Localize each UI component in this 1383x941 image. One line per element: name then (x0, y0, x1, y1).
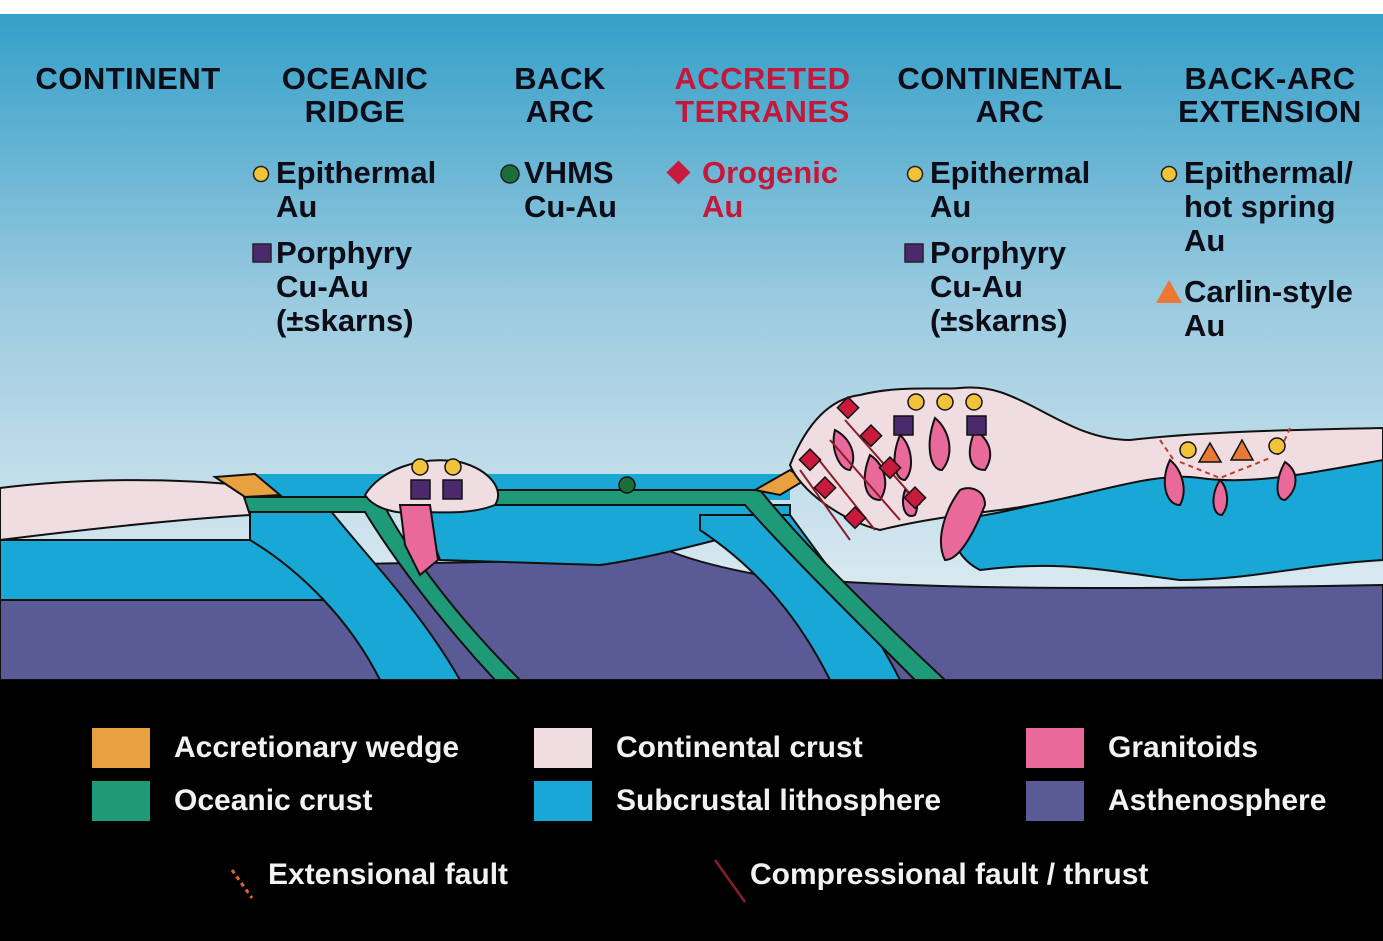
region-line: CONTINENTAL (885, 62, 1135, 95)
deposit-line: Cu-Au (524, 190, 617, 224)
deposit-line: Epithermal/ (1184, 156, 1353, 190)
top-border (0, 0, 1383, 14)
legend-asthenosphere: Asthenosphere (1026, 781, 1326, 821)
accretionary-wedge-swatch (92, 728, 150, 768)
region-line: CONTINENT (28, 62, 228, 95)
legend-compressional-fault: Compressional fault / thrust (726, 858, 1148, 892)
region-line: TERRANES (660, 95, 865, 128)
legend-label: Compressional fault / thrust (750, 858, 1148, 892)
deposit-line: Carlin-style (1184, 275, 1353, 309)
deposit-line: Epithermal (930, 156, 1090, 190)
purple-square-icon (250, 236, 274, 270)
deposit-line: Au (276, 190, 436, 224)
deposit-line: Au (930, 190, 1090, 224)
legend-label: Extensional fault (268, 858, 508, 892)
legend-label: Oceanic crust (174, 784, 372, 818)
legend-label: Asthenosphere (1108, 784, 1326, 818)
legend-label: Accretionary wedge (174, 731, 459, 765)
legend-oceanic-crust: Oceanic crust (92, 781, 372, 821)
region-header-back-arc: BACK ARC (485, 62, 635, 128)
orange-triangle-icon (1154, 275, 1184, 309)
region-line: ACCRETED (660, 62, 865, 95)
region-header-continental-arc: CONTINENTAL ARC (885, 62, 1135, 128)
yellow-circle-icon (904, 156, 926, 190)
region-line: ARC (885, 95, 1135, 128)
continental-crust-swatch (534, 728, 592, 768)
deposit-line: (±skarns) (276, 304, 414, 338)
deposit-line: (±skarns) (930, 304, 1068, 338)
legend-label: Granitoids (1108, 731, 1258, 765)
asthenosphere-swatch (1026, 781, 1084, 821)
green-circle-icon (498, 156, 522, 190)
deposit-line: Cu-Au (276, 270, 414, 304)
legend-accretionary-wedge: Accretionary wedge (92, 728, 459, 768)
yellow-circle-icon (1158, 156, 1180, 190)
legend-continental-crust: Continental crust (534, 728, 863, 768)
red-diamond-icon (662, 156, 696, 190)
yellow-circle-icon (250, 156, 272, 190)
region-line: EXTENSION (1165, 95, 1375, 128)
region-line: OCEANIC (255, 62, 455, 95)
legend-label: Subcrustal lithosphere (616, 784, 941, 818)
region-header-oceanic-ridge: OCEANIC RIDGE (255, 62, 455, 128)
deposit-line: Au (1184, 224, 1353, 258)
region-header-continent: CONTINENT (28, 62, 228, 95)
deposit-line: Porphyry (930, 236, 1068, 270)
deposit-line: hot spring (1184, 190, 1353, 224)
region-header-back-arc-extension: BACK-ARC EXTENSION (1165, 62, 1375, 128)
deposit-line: Orogenic (702, 156, 838, 190)
deposit-line: Porphyry (276, 236, 414, 270)
deposit-line: Cu-Au (930, 270, 1068, 304)
purple-square-icon (902, 236, 928, 270)
region-line: ARC (485, 95, 635, 128)
deposit-line: Au (702, 190, 838, 224)
region-line: BACK (485, 62, 635, 95)
region-line: RIDGE (255, 95, 455, 128)
deposit-line: VHMS (524, 156, 617, 190)
vhms-marker (619, 477, 635, 493)
granitoids-swatch (1026, 728, 1084, 768)
legend-extensional-fault: Extensional fault (244, 858, 508, 892)
region-line: BACK-ARC (1165, 62, 1375, 95)
legend-subcrustal-lithosphere: Subcrustal lithosphere (534, 781, 941, 821)
oceanic-crust-swatch (92, 781, 150, 821)
legend-label: Continental crust (616, 731, 863, 765)
region-header-accreted-terranes: ACCRETED TERRANES (660, 62, 865, 128)
legend-granitoids: Granitoids (1026, 728, 1258, 768)
subcrustal-lithosphere-swatch (534, 781, 592, 821)
deposit-line: Epithermal (276, 156, 436, 190)
deposit-line: Au (1184, 309, 1353, 343)
